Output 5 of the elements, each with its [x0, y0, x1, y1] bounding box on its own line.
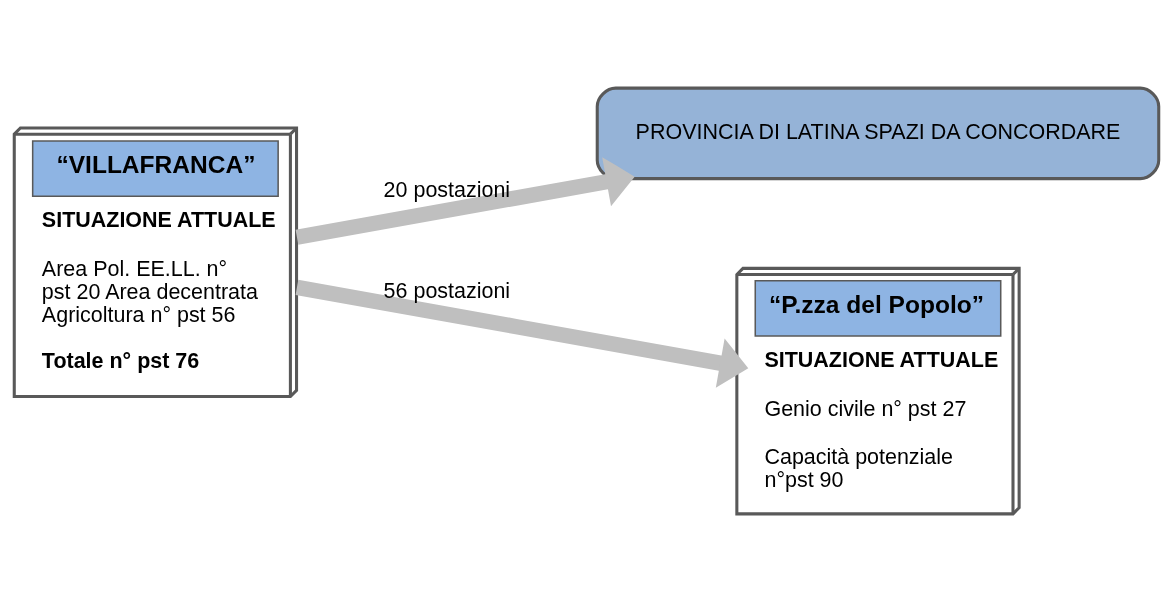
- node-box: PROVINCIA DI LATINA SPAZI DA CONCORDARE: [595, 86, 1161, 181]
- arrow: [295, 279, 749, 388]
- edge-label: 20 postazioni: [383, 177, 511, 202]
- edge-label: 56 postazioni: [383, 278, 511, 303]
- arrow: [295, 157, 635, 245]
